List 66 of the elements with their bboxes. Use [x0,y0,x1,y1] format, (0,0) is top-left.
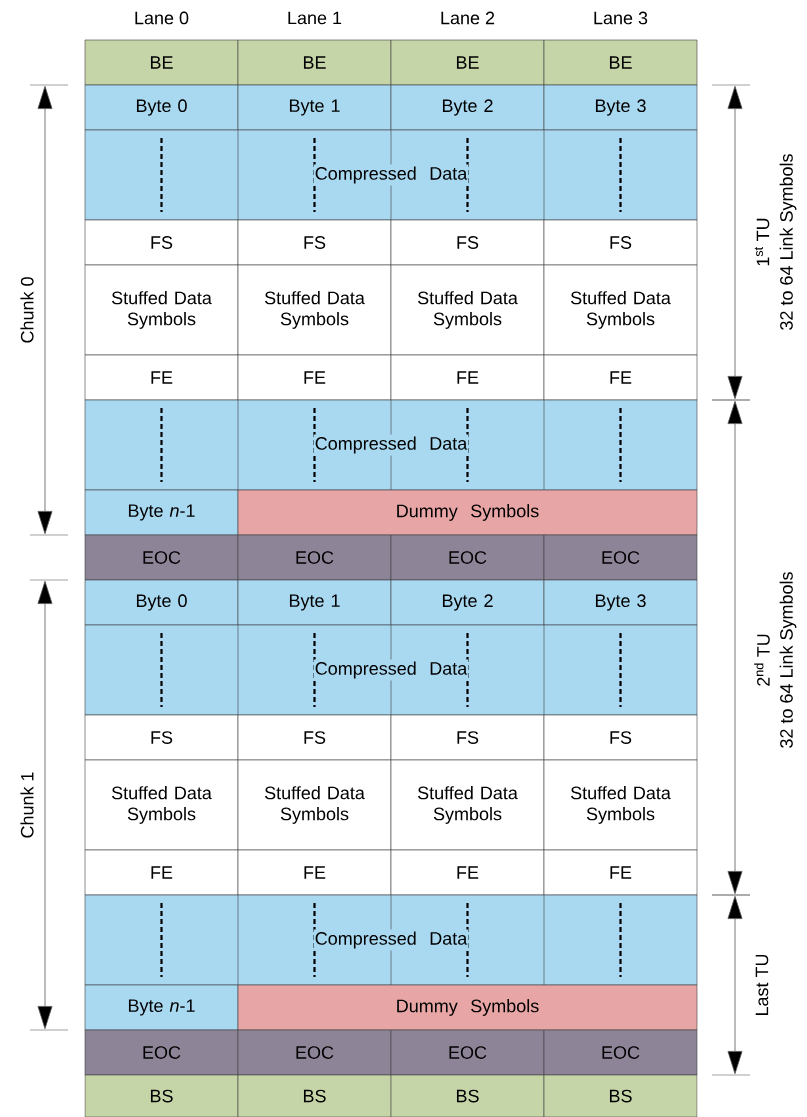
table-cell: BS [390,1074,545,1117]
table-cell: EOC [84,1029,239,1076]
table-cell: Stuffed Data Symbols [84,264,239,356]
table-cell: BE [237,39,392,86]
table-cell: Byte n-1 [84,489,239,536]
table-cell: EOC [84,534,239,581]
table-cell: Byte 1 [237,84,392,131]
table-cell: FS [543,219,698,266]
table-cell: Dummy Symbols [237,984,698,1031]
column-header: Lane 0 [135,11,189,25]
table-cell: FS [543,714,698,761]
table-cell: Stuffed Data Symbols [84,759,239,851]
table-cell: Stuffed Data Symbols [237,759,392,851]
table-cell: EOC [390,1029,545,1076]
table-cell: EOC [543,534,698,581]
table-cell: EOC [543,1029,698,1076]
table-cell: FS [390,714,545,761]
table-cell: FS [237,714,392,761]
table-cell: Stuffed Data Symbols [237,264,392,356]
node-label: BS [150,1089,173,1103]
table-cell: Dummy Symbols [237,489,698,536]
table-cell: BS [543,1074,698,1117]
table-cell: FE [84,849,239,896]
table-cell: Byte 0 [84,579,239,626]
table-cell: BE [390,39,545,86]
table-cell: EOC [390,534,545,581]
table-cell: BE [84,39,239,86]
table-cell: Stuffed Data Symbols [390,759,545,851]
table-cell: Byte 1 [237,579,392,626]
dimension-label: 32 to 64 Link Symbols [779,154,797,330]
table-cell: EOC [237,1029,392,1076]
table-cell: FE [237,354,392,401]
table-cell: FE [84,354,239,401]
dimension-label: Chunk 0 [20,277,34,343]
node-label: BS [303,1089,326,1103]
table-cell: EOC [237,534,392,581]
table-cell: Byte n-1 [84,984,239,1031]
table-cell: BS [237,1074,392,1117]
table-cell: FS [390,219,545,266]
table-cell: FS [84,714,239,761]
dimension-label: Last TU [755,954,769,1016]
table-cell: Byte 2 [390,84,545,131]
column-header: Lane 3 [594,11,648,25]
table-cell: FE [390,849,545,896]
table-cell: Stuffed Data Symbols [543,264,698,356]
column-header: Lane 1 [288,11,342,25]
column-header: Lane 2 [441,11,495,25]
dimension-label: 32 to 64 Link Symbols [779,572,797,748]
table-cell: BE [543,39,698,86]
table-cell: Byte 3 [543,579,698,626]
table-cell: Byte 3 [543,84,698,131]
table-cell: Stuffed Data Symbols [543,759,698,851]
dimension-label: Chunk 1 [20,772,34,838]
table-cell: FE [390,354,545,401]
table-cell: FE [237,849,392,896]
table-cell: FE [543,849,698,896]
table-cell: Byte 0 [84,84,239,131]
table-cell: Byte 2 [390,579,545,626]
table-cell: FE [543,354,698,401]
table-cell: FS [84,219,239,266]
table-cell: BS [84,1074,239,1117]
node-label: BS [456,1089,479,1103]
table-cell: Stuffed Data Symbols [390,264,545,356]
dimension-label: 1$^{st}$ TU [754,218,770,266]
dimension-label: 2$^{nd}$ TU [754,634,770,686]
table-cell: FS [237,219,392,266]
